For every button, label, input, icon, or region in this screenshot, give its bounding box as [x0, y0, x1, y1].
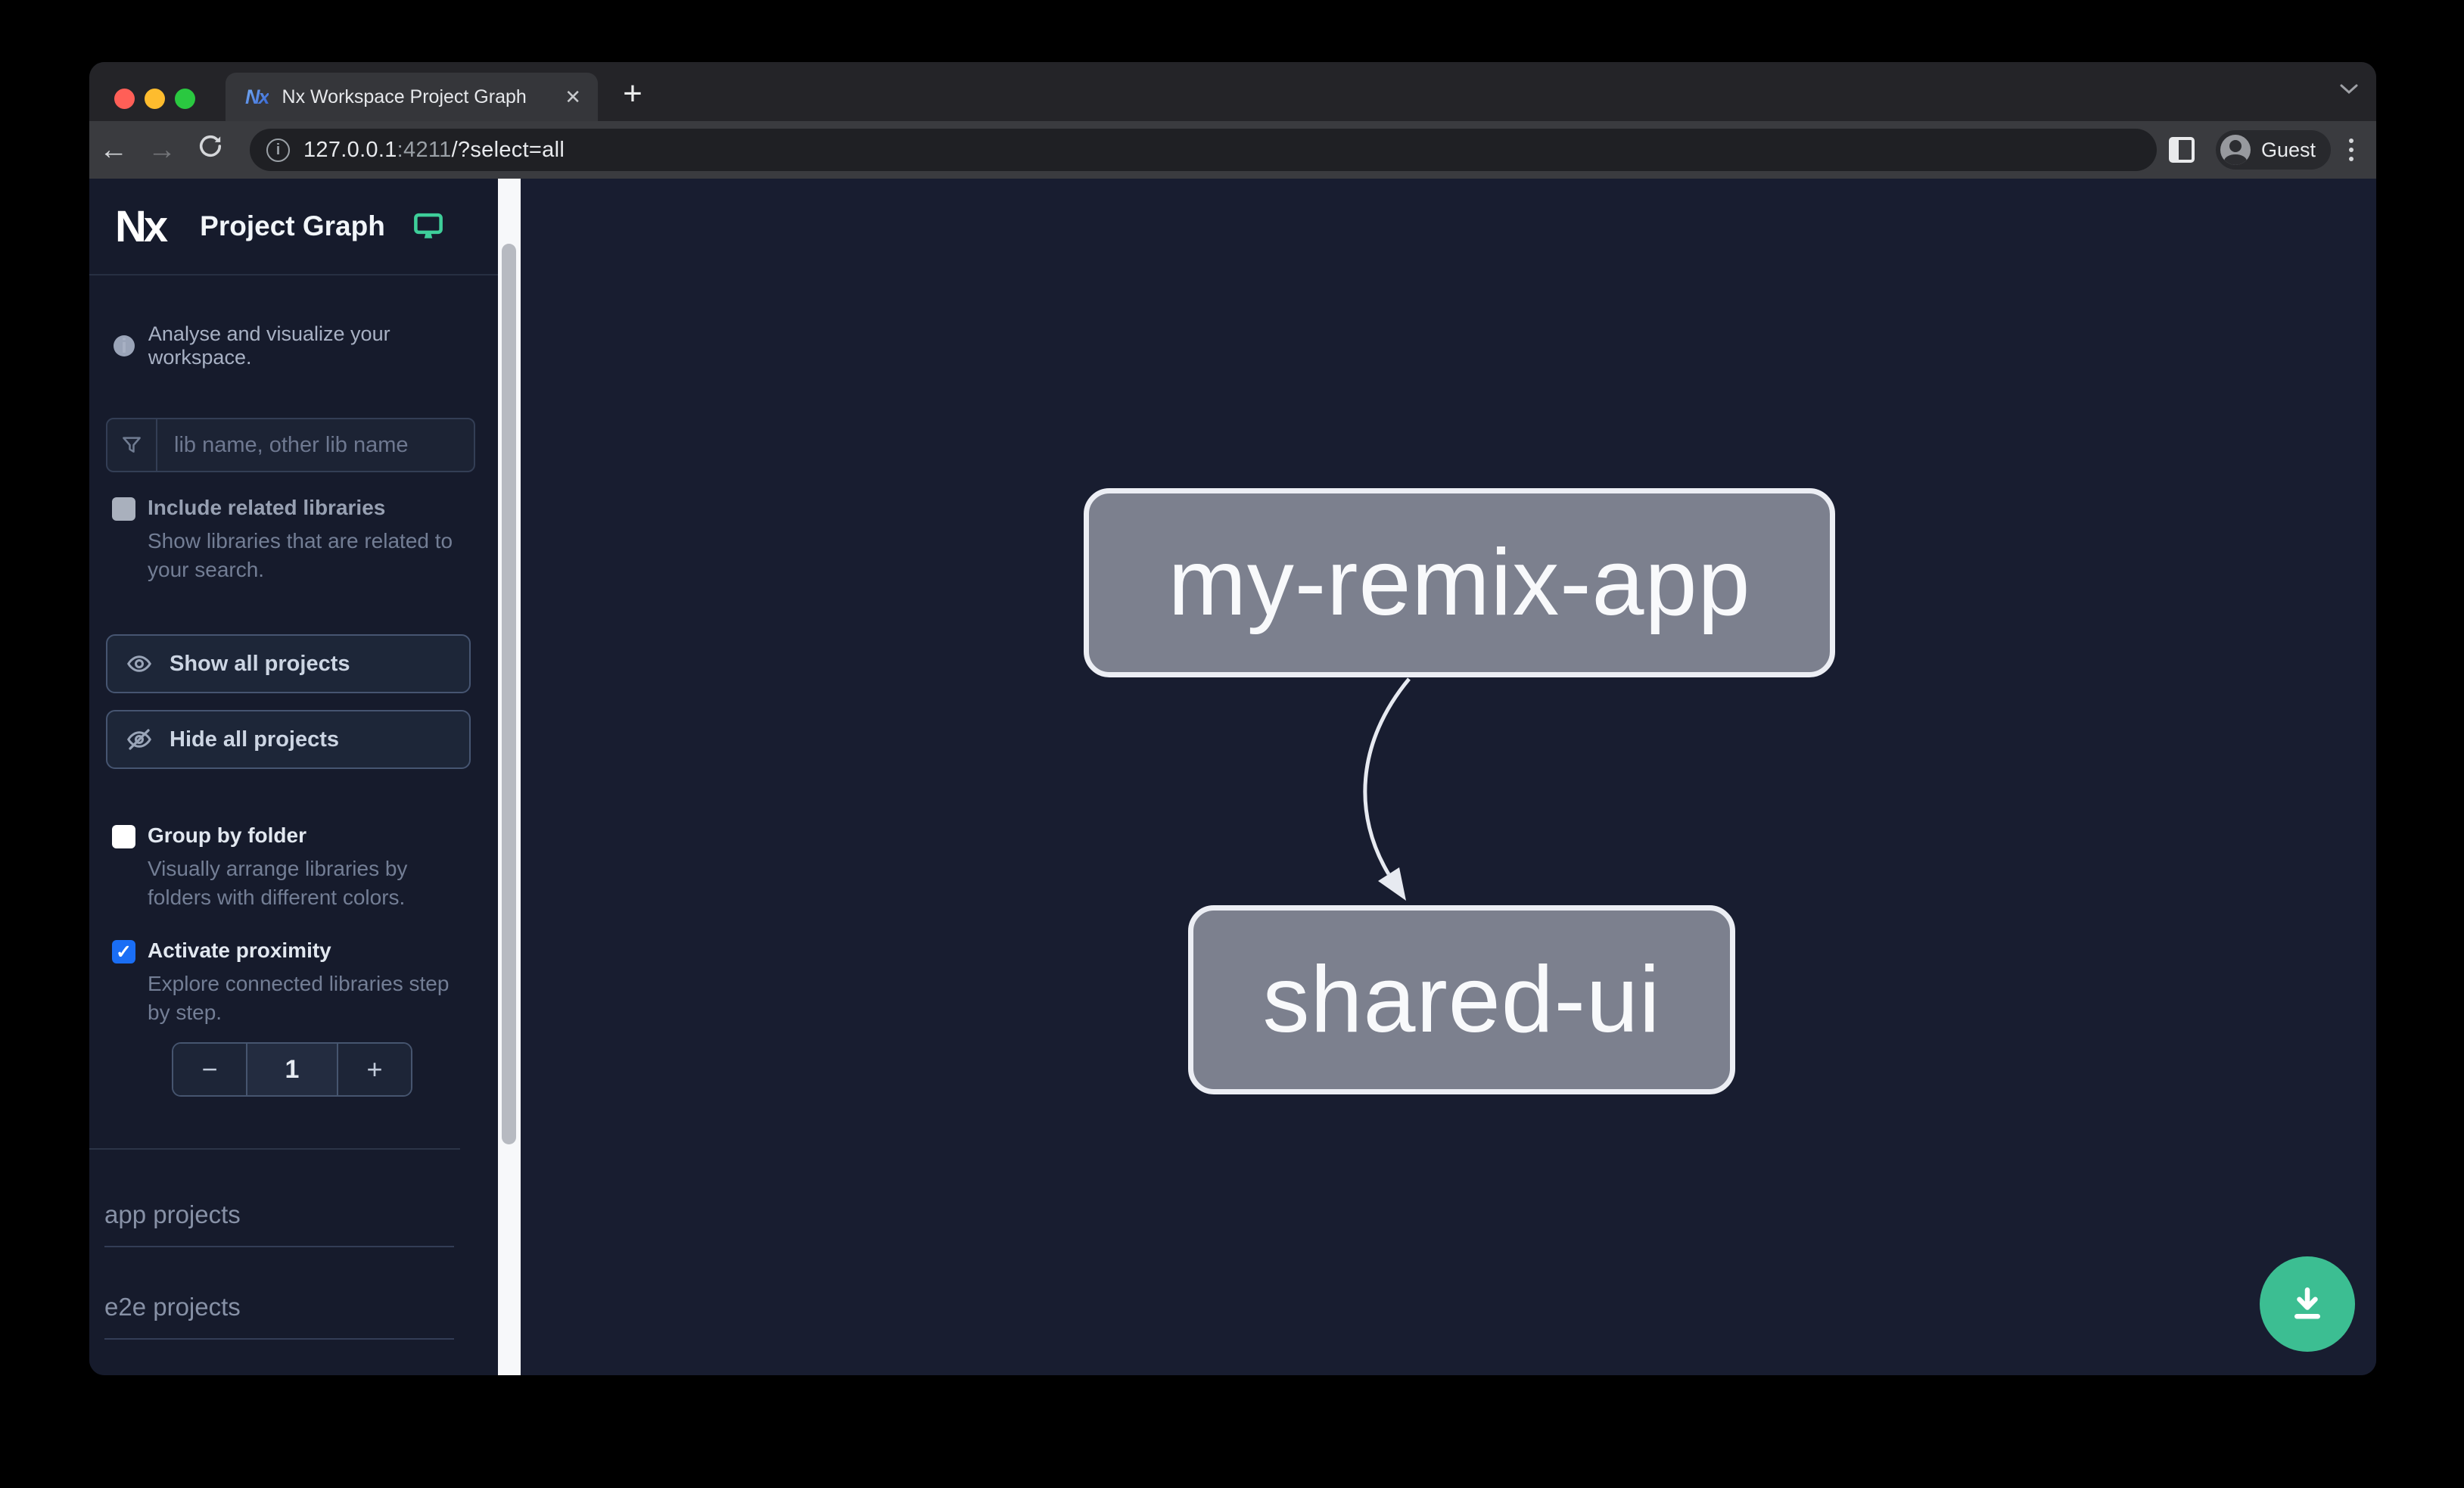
search-input[interactable] — [157, 419, 474, 471]
toggle-label[interactable]: Include related libraries — [148, 496, 386, 519]
section-app-projects[interactable]: app projects — [104, 1200, 454, 1247]
node-label: my-remix-app — [1168, 531, 1751, 635]
stepper-value: 1 — [246, 1044, 338, 1095]
sidebar-scrollbar-thumb[interactable] — [502, 244, 516, 1144]
page-title: Project Graph — [200, 210, 385, 241]
new-tab-button[interactable]: + — [623, 75, 642, 112]
activate-proximity-checkbox[interactable] — [112, 940, 135, 963]
download-graph-button[interactable] — [2260, 1256, 2355, 1352]
back-button[interactable]: ← — [99, 133, 128, 166]
site-info-icon[interactable]: i — [266, 138, 290, 162]
nx-logo: Nx — [115, 201, 168, 251]
address-bar[interactable]: i 127.0.0.1:4211/?select=all — [250, 129, 2157, 171]
include-related-checkbox[interactable] — [112, 497, 135, 521]
proximity-depth-stepper: − 1 + — [172, 1042, 412, 1097]
edge-arrowhead — [1378, 867, 1406, 901]
toggle-activate-proximity: Activate proximity Explore connected lib… — [112, 939, 475, 1027]
minimize-window-button[interactable] — [145, 89, 165, 109]
tagline-row: i Analyse and visualize your workspace. — [114, 322, 498, 369]
eye-icon — [127, 655, 151, 672]
edge-my-remix-app-to-shared-ui — [1363, 677, 1411, 876]
search-box — [106, 418, 475, 472]
node-label: shared-ui — [1262, 948, 1661, 1052]
toggle-group-by-folder: Group by folder Visually arrange librari… — [112, 823, 475, 912]
tab-strip: Nx Nx Workspace Project Graph ✕ + — [89, 62, 2376, 121]
hide-all-projects-button[interactable]: Hide all projects — [106, 710, 471, 769]
button-label: Show all projects — [170, 651, 350, 676]
browser-menu-button[interactable] — [2349, 139, 2354, 161]
decrement-button[interactable]: − — [173, 1044, 246, 1095]
filter-funnel-icon — [107, 419, 157, 471]
side-panel-icon[interactable] — [2169, 137, 2195, 163]
tab-close-icon[interactable]: ✕ — [565, 85, 581, 108]
reload-icon — [199, 135, 222, 157]
toggle-label[interactable]: Activate proximity — [148, 939, 331, 962]
fullscreen-window-button[interactable] — [175, 89, 195, 109]
toggle-description: Visually arrange libraries by folders wi… — [148, 857, 408, 909]
close-window-button[interactable] — [114, 89, 135, 109]
section-e2e-projects[interactable]: e2e projects — [104, 1293, 454, 1340]
increment-button[interactable]: + — [338, 1044, 411, 1095]
group-by-folder-checkbox[interactable] — [112, 825, 135, 848]
divider — [89, 1148, 460, 1150]
graph-node-my-remix-app[interactable]: my-remix-app — [1084, 488, 1835, 677]
edge-layer — [1363, 677, 1411, 901]
toggle-include-related-libraries: Include related libraries Show libraries… — [112, 496, 475, 584]
profile-label: Guest — [2261, 138, 2316, 161]
sidebar-header: Nx Project Graph — [89, 179, 498, 275]
forward-button[interactable]: → — [148, 133, 176, 166]
page-content: Nx Project Graph i Analyse and visualize… — [89, 179, 2376, 1375]
sidebar: Nx Project Graph i Analyse and visualize… — [89, 179, 498, 1375]
browser-window: Nx Nx Workspace Project Graph ✕ + ← → i … — [89, 62, 2376, 1375]
eye-off-icon — [127, 729, 151, 750]
browser-toolbar: ← → i 127.0.0.1:4211/?select=all Guest — [89, 121, 2376, 179]
sidebar-scrollbar-track — [498, 179, 521, 1375]
url-text: 127.0.0.1:4211/?select=all — [303, 137, 565, 162]
theme-monitor-icon[interactable] — [412, 210, 444, 242]
toggle-description: Show libraries that are related to your … — [148, 529, 453, 581]
nx-favicon-icon: Nx — [245, 85, 269, 108]
tab-nx-workspace-project-graph[interactable]: Nx Nx Workspace Project Graph ✕ — [226, 73, 598, 121]
download-icon — [2294, 1287, 2320, 1319]
toggle-description: Explore connected libraries step by step… — [148, 972, 450, 1024]
avatar-icon — [2220, 135, 2251, 165]
tab-search-chevron-icon[interactable] — [2338, 82, 2360, 95]
graph-node-shared-ui[interactable]: shared-ui — [1188, 905, 1735, 1094]
info-icon: i — [114, 335, 135, 357]
project-graph-canvas[interactable]: my-remix-app shared-ui — [521, 179, 2376, 1375]
tagline-text: Analyse and visualize your workspace. — [148, 322, 390, 369]
profile-button[interactable]: Guest — [2216, 130, 2331, 170]
toggle-label[interactable]: Group by folder — [148, 823, 306, 847]
tab-title: Nx Workspace Project Graph — [282, 86, 527, 107]
button-label: Hide all projects — [170, 727, 340, 752]
reload-button[interactable] — [186, 132, 235, 167]
show-all-projects-button[interactable]: Show all projects — [106, 634, 471, 693]
